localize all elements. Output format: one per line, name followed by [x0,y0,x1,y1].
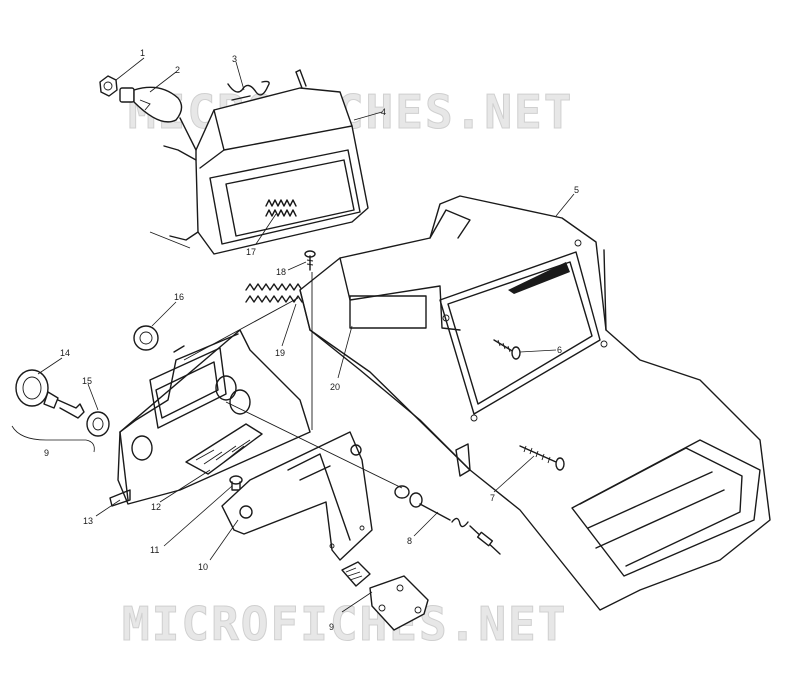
callout-10: 10 [198,562,208,572]
part-2-bulb [119,86,183,123]
group-9-brace [11,425,95,453]
callout-16: 16 [174,292,184,302]
part-6-screw [493,339,521,360]
part-19-spring [245,283,303,303]
callout-20: 20 [330,382,340,392]
callout-11: 11 [150,545,159,555]
part-8-cable [394,485,501,555]
part-12-decal [185,423,263,475]
part-11-rivet [229,475,243,491]
callout-1: 1 [140,48,145,58]
part-7-long-screw [519,445,565,471]
callout-14: 14 [60,348,70,358]
watermark-top: MICROFICHES.NET [128,85,573,139]
assembly-lines [149,231,403,489]
callout-17: 17 [246,247,256,257]
part-16-nut [133,325,159,351]
part-14-ignition-switch [15,369,85,419]
callout-13: 13 [83,516,93,526]
callout-2: 2 [175,65,180,75]
part-5-hood [299,195,771,611]
callout-12: 12 [151,502,161,512]
callout-7: 7 [490,493,495,503]
callout-labels: 1 2 3 4 5 6 7 8 9 9 10 11 12 13 14 15 16… [44,48,579,632]
callout-6: 6 [557,345,562,355]
part-3-spring-clip [227,80,270,101]
callout-15: 15 [82,376,92,386]
part-1-hex-nut [99,75,118,97]
callout-8: 8 [407,536,412,546]
part-9-key-switch [341,561,429,631]
callout-3: 3 [232,54,237,64]
callout-18: 18 [276,267,286,277]
part-10-bracket [221,431,373,561]
part-18-screw [304,250,316,271]
watermark-bottom: MICROFICHES.NET [122,597,567,651]
part-17-spring [265,199,297,217]
callout-9-upper: 9 [44,448,49,458]
leader-lines [37,57,575,613]
callout-9-lower: 9 [329,622,334,632]
callout-5: 5 [574,185,579,195]
part-13-dash-panel [109,329,311,507]
part-4-headlight-housing [163,69,369,255]
part-15-grommet [86,411,110,437]
callout-19: 19 [275,348,285,358]
callout-4: 4 [381,107,386,117]
